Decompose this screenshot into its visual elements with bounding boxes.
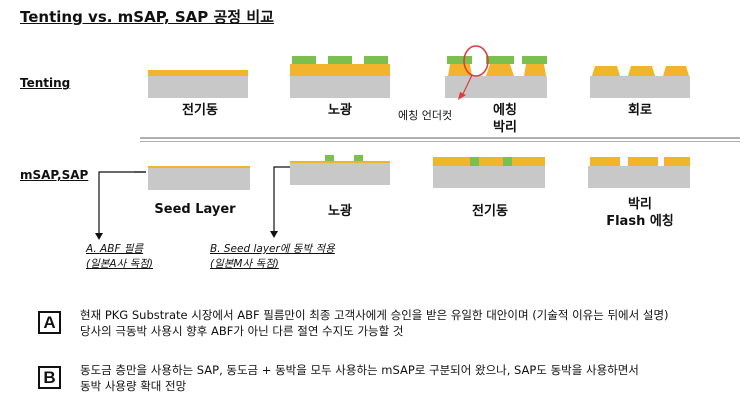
- substrate: [148, 76, 248, 98]
- note-a-line1: A. ABF 필름: [86, 243, 144, 255]
- copper-trace: [524, 64, 546, 76]
- arrow-a: [95, 171, 146, 240]
- tenting-step1-graphic: [148, 70, 248, 98]
- resist: [470, 157, 479, 166]
- tenting-step2-graphic: [290, 56, 390, 98]
- resist: [522, 56, 547, 64]
- resist: [364, 56, 388, 64]
- description-a-line1: 현재 PKG Substrate 시장에서 ABF 필름만이 최종 고객사에게 …: [80, 308, 669, 322]
- copper-trace: [486, 64, 514, 76]
- tenting-step1-label: 전기동: [182, 103, 218, 118]
- resist: [486, 56, 514, 64]
- description-b: 동도금 층만을 사용하는 SAP, 동도금 + 동박을 모두 사용하는 mSAP…: [80, 362, 639, 394]
- msap-step4-label: 박리 Flash 에칭: [606, 197, 674, 229]
- substrate: [433, 166, 545, 188]
- msap-step3-graphic: [433, 157, 545, 188]
- note-a: A. ABF 필름 (일본A사 독점): [86, 242, 153, 272]
- msap-step4-graphic: [588, 157, 690, 188]
- msap-step2-graphic: [290, 155, 390, 185]
- description-a-line2: 당사의 극동박 사용시 향후 ABF가 아닌 다른 절연 수지도 가능할 것: [80, 324, 404, 338]
- copper-trace: [592, 66, 620, 76]
- substrate: [148, 168, 250, 190]
- row-separator-thin: [140, 141, 740, 142]
- arrow-b: [270, 166, 290, 238]
- resist: [328, 56, 352, 64]
- note-b: B. Seed layer에 동박 적용 (일본M사 독점): [210, 242, 335, 272]
- note-b-line2: (일본M사 독점): [210, 258, 279, 270]
- copper-trace: [663, 66, 689, 76]
- undercut-arrowhead: [458, 92, 466, 100]
- msap-step3-label: 전기동: [472, 204, 508, 219]
- substrate: [588, 166, 690, 188]
- resist: [354, 155, 363, 161]
- label-box-a: A: [38, 311, 61, 334]
- page-title: Tenting vs. mSAP, SAP 공정 비교: [20, 8, 274, 26]
- substrate: [290, 163, 390, 185]
- tenting-step3-graphic: [445, 45, 547, 100]
- msap-step1-label: Seed Layer: [154, 202, 236, 217]
- undercut-arrow: [461, 74, 473, 97]
- description-b-line1: 동도금 층만을 사용하는 SAP, 동도금 + 동박을 모두 사용하는 mSAP…: [80, 363, 639, 377]
- msap-step1-graphic: [148, 166, 250, 190]
- resist: [447, 56, 472, 64]
- resist: [292, 56, 316, 64]
- tenting-step3-label: 에칭 박리: [493, 103, 517, 135]
- substrate: [445, 76, 547, 98]
- row-label-msap: mSAP,SAP: [20, 168, 89, 182]
- note-b-line1: B. Seed layer에 동박 적용: [210, 243, 335, 255]
- label-box-b: B: [38, 366, 61, 389]
- resist: [325, 155, 334, 161]
- copper-trace: [628, 66, 655, 76]
- copper-layer: [290, 64, 390, 76]
- etch-undercut-annotation: 에칭 언더컷: [398, 109, 453, 122]
- seed-layer: [290, 161, 390, 163]
- tenting-step2-label: 노광: [328, 103, 352, 118]
- copper-trace: [664, 157, 690, 166]
- substrate: [290, 76, 390, 98]
- resist: [503, 157, 512, 166]
- seed-layer: [148, 166, 250, 168]
- msap-step2-label: 노광: [328, 204, 352, 219]
- row-separator: [140, 137, 740, 139]
- note-a-line2: (일본A사 독점): [86, 258, 154, 270]
- copper-trace: [628, 157, 658, 166]
- description-b-line2: 동박 사용량 확대 전망: [80, 379, 187, 393]
- description-a: 현재 PKG Substrate 시장에서 ABF 필름만이 최종 고객사에게 …: [80, 307, 669, 339]
- undercut-circle: [463, 45, 489, 77]
- tenting-step4-graphic: [590, 66, 690, 98]
- row-label-tenting: Tenting: [20, 76, 71, 90]
- copper-layer: [433, 157, 545, 166]
- copper-layer: [148, 70, 248, 76]
- copper-trace: [448, 64, 472, 76]
- copper-trace: [590, 157, 620, 166]
- substrate: [590, 76, 690, 98]
- tenting-step4-label: 회로: [628, 103, 652, 118]
